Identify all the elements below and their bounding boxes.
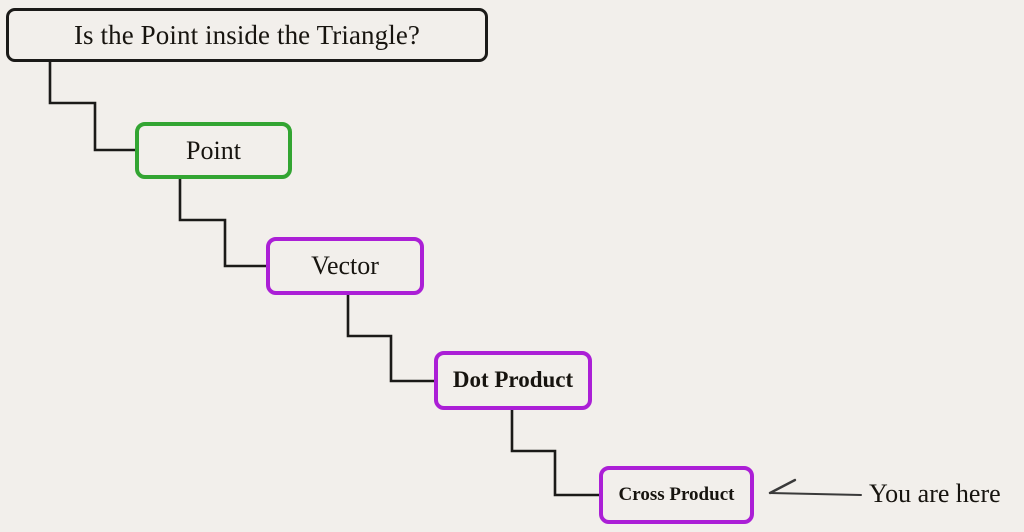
arrow-head-barb bbox=[768, 478, 797, 495]
node-dot-product[interactable]: Dot Product bbox=[434, 351, 592, 410]
connector-dot-product-to-cross-product bbox=[510, 410, 599, 497]
connector-root-to-point bbox=[48, 62, 135, 152]
node-cross-product[interactable]: Cross Product bbox=[599, 466, 754, 524]
connector-point-to-vector bbox=[178, 179, 266, 268]
you-are-here-arrow bbox=[768, 478, 862, 496]
node-root[interactable]: Is the Point inside the Triangle? bbox=[6, 8, 488, 62]
you-are-here-label: You are here bbox=[869, 479, 1001, 508]
node-vector[interactable]: Vector bbox=[266, 237, 424, 295]
arrow-shaft bbox=[769, 492, 862, 496]
connector-vector-to-dot-product bbox=[346, 295, 434, 383]
node-point[interactable]: Point bbox=[135, 122, 292, 179]
